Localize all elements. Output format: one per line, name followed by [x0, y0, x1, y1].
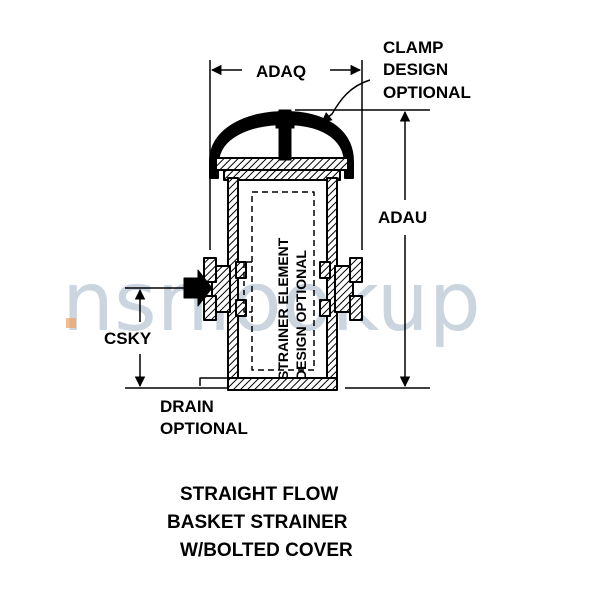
dome-cover [209, 111, 354, 179]
caption-line2: BASKET STRAINER [167, 512, 348, 533]
outlet-gusset-bottom [319, 299, 331, 317]
outlet-gusset-top [319, 261, 331, 279]
drain-leader [199, 377, 228, 386]
drain-callout-line2: OPTIONAL [160, 419, 248, 438]
inlet-flange-top [203, 257, 217, 283]
clamp-bolt [278, 109, 292, 161]
clamp-callout-line3: OPTIONAL [383, 83, 471, 102]
csky-label: CSKY [104, 329, 152, 348]
strainer-element-label: STRAINER ELEMENT DESIGN OPTIONAL [275, 237, 309, 380]
watermark-dot [66, 318, 76, 328]
drain-callout-line1: DRAIN [160, 397, 214, 416]
strainer-element-label-line1: STRAINER ELEMENT [275, 237, 291, 380]
body-bottom [227, 377, 338, 391]
strainer-body [183, 109, 363, 391]
strainer-element-inlet-outline [243, 261, 252, 313]
caption-line3: W/BOLTED COVER [180, 540, 353, 561]
watermark: nsnlookup [62, 255, 481, 350]
clamp-callout-line1: CLAMP [383, 38, 443, 57]
strainer-element-label-line2: DESIGN OPTIONAL [293, 250, 309, 380]
caption-line1: STRAIGHT FLOW [180, 484, 338, 505]
outlet-nozzle [334, 265, 354, 313]
watermark-text: nsnlookup [62, 255, 481, 350]
inlet-flange-bottom [203, 295, 217, 321]
inlet-gusset-top [235, 261, 247, 279]
outlet-flange-top [349, 257, 363, 283]
adaq-label: ADAQ [256, 62, 306, 81]
outlet-flange-bottom [349, 295, 363, 321]
dimensions [125, 60, 430, 389]
inlet-gusset-bottom [235, 299, 247, 317]
strainer-element [251, 191, 315, 371]
adau-label: ADAU [378, 208, 427, 227]
caption: STRAIGHT FLOW BASKET STRAINER W/BOLTED C… [167, 484, 353, 561]
clamp-leader [321, 79, 371, 123]
body-top-flange [223, 169, 341, 181]
clamp-callout-line2: DESIGN [383, 60, 448, 79]
clamp-bolt-nut [275, 121, 295, 129]
